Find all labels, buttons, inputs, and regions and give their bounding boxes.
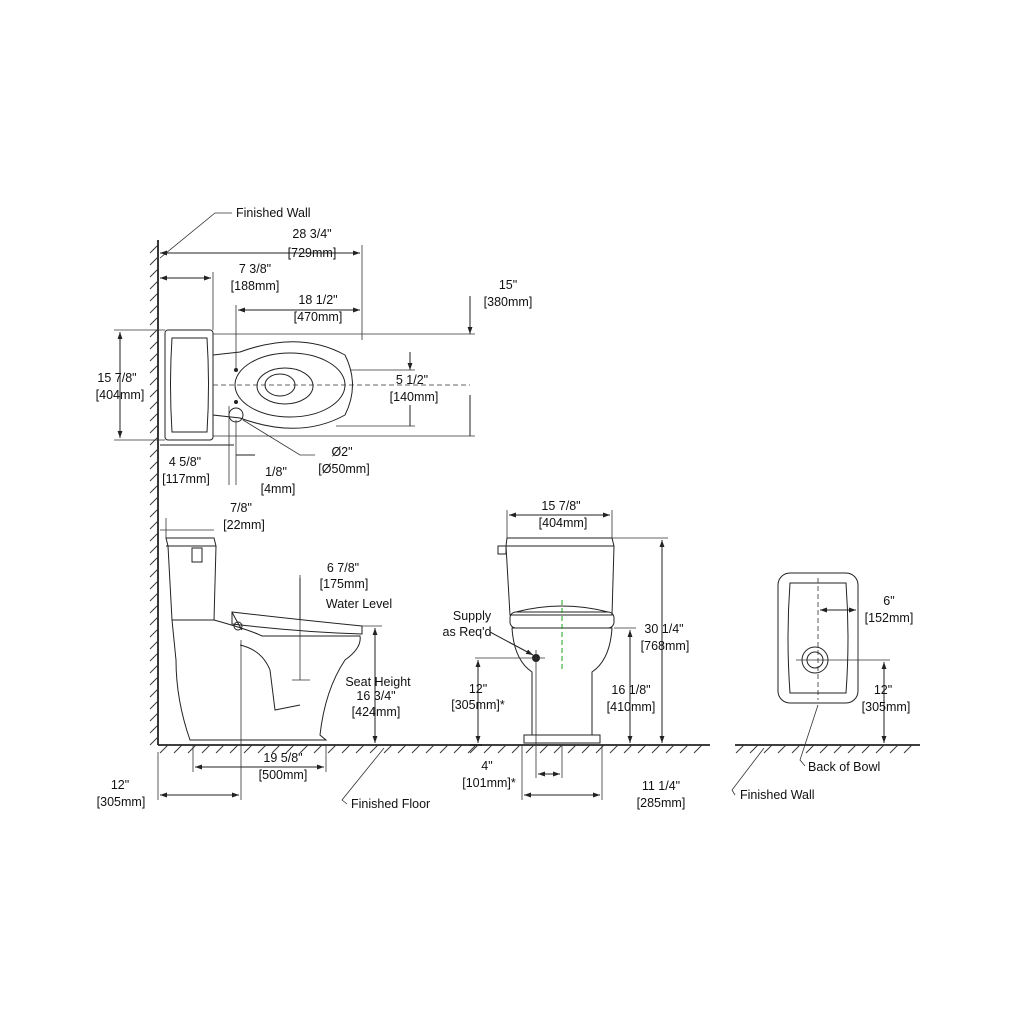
dim-28-mm: [729mm] [288,246,337,260]
floor-hatch-front [469,744,703,754]
dim-15-7-8-plan-mm: [404mm] [96,388,145,402]
dim-18-in: 18 1/2" [298,293,337,307]
back-of-bowl-leader [799,704,819,767]
front-view: Supply as Req'd 15 7/8" [404mm] 30 1/4" … [443,499,710,810]
bolt-point-upper [234,368,238,372]
dim-1-8-mm: [4mm] [261,482,296,496]
side-view: 6 7/8" [175mm] Water Level Seat Height 1… [97,501,482,811]
dim-4-5-8-in: 4 5/8" [169,455,201,469]
bowl-base-front [523,734,601,744]
back-of-bowl-label: Back of Bowl [808,760,880,774]
wall-hatch-top [149,244,159,746]
dim-15-mm: [380mm] [484,295,533,309]
finished-wall-label: Finished Wall [236,206,311,220]
dim-15-in: 15" [499,278,517,292]
dim-30-in: 30 1/4" [644,622,683,636]
dim-12-back-mm: [305mm] [862,700,911,714]
dim-6-7-8-in: 6 7/8" [327,561,359,575]
seat-height-label: Seat Height [345,675,411,689]
bowl-outline-plan [212,341,353,429]
dim-18-mm: [470mm] [294,310,343,324]
dim-28-in: 28 3/4" [292,227,331,241]
water-level-label: Water Level [326,597,392,611]
dim-11-in: 11 1/4" [642,779,680,793]
floor-hatch-back [735,744,913,754]
finished-wall-leader [159,212,232,259]
dim-15-7-8-front-in: 15 7/8" [541,499,580,513]
supply-label-1: Supply [453,609,492,623]
finished-wall-right-label: Finished Wall [740,788,815,802]
dim-15-7-8-plan-in: 15 7/8" [97,371,136,385]
floor-hatch-side [159,744,477,754]
dim-4-in: 4" [481,759,492,773]
dim-7-3-8-mm: [188mm] [231,279,280,293]
tank-lid-plan [170,337,209,433]
dim-seat-height-in: 16 3/4" [356,689,395,703]
dim-19-mm: [500mm] [259,768,308,782]
dim-12-front-in: 12" [469,682,487,696]
tank-plan [164,329,214,441]
dim-12-side-mm: [305mm] [97,795,146,809]
flush-lever-front[interactable] [497,545,507,555]
dim-7-8-mm: [22mm] [223,518,265,532]
dim-12-side-in: 12" [111,778,129,792]
dim-6-mm: [152mm] [865,611,914,625]
finished-floor-label: Finished Floor [351,797,430,811]
dim-6-in: 6" [883,594,894,608]
flush-lever[interactable] [191,547,203,563]
dim-16-in: 16 1/8" [611,683,650,697]
drain-circle [228,407,244,423]
supply-leader [489,631,534,656]
dim-diameter-in: Ø2" [331,445,352,459]
tank-front [505,537,615,616]
dim-diameter-mm: [Ø50mm] [318,462,369,476]
dim-6-7-8-mm: [175mm] [320,577,369,591]
dim-11-mm: [285mm] [637,796,686,810]
dim-30-mm: [768mm] [641,639,690,653]
seat-side [231,611,363,635]
dim-12-back-in: 12" [874,683,892,697]
dim-15-7-8-front-mm: [404mm] [539,516,588,530]
dim-7-3-8-in: 7 3/8" [239,262,271,276]
dim-5-1-2-mm: [140mm] [390,390,439,404]
dim-5-1-2-in: 5 1/2" [396,373,428,387]
dim-4-mm: [101mm]* [462,776,516,790]
dim-16-mm: [410mm] [607,700,656,714]
finished-floor-leader [341,747,385,805]
finished-wall-right-leader [731,747,765,796]
diameter-leader [242,419,315,456]
trapway-side [239,644,301,711]
dim-seat-height-mm: [424mm] [352,705,401,719]
tank-side [165,537,217,621]
supply-label-2: as Req'd [443,625,492,639]
bolt-point-lower [234,400,238,404]
dim-7-8-in: 7/8" [230,501,252,515]
dim-1-8-in: 1/8" [265,465,287,479]
dim-19-in: 19 5/8" [263,751,302,765]
back-view: 6" [152mm] 12" [305mm] Back of Bowl Fini… [731,572,920,802]
dim-4-5-8-mm: [117mm] [162,472,210,486]
plan-view: Finished Wall 28 3/4" [729mm] 7 3/8" [18… [96,206,533,746]
dim-12-front-mm: [305mm]* [451,698,505,712]
seat-hinge [233,621,243,631]
bowl-well-plan [256,367,314,405]
bowl-side [171,619,361,741]
